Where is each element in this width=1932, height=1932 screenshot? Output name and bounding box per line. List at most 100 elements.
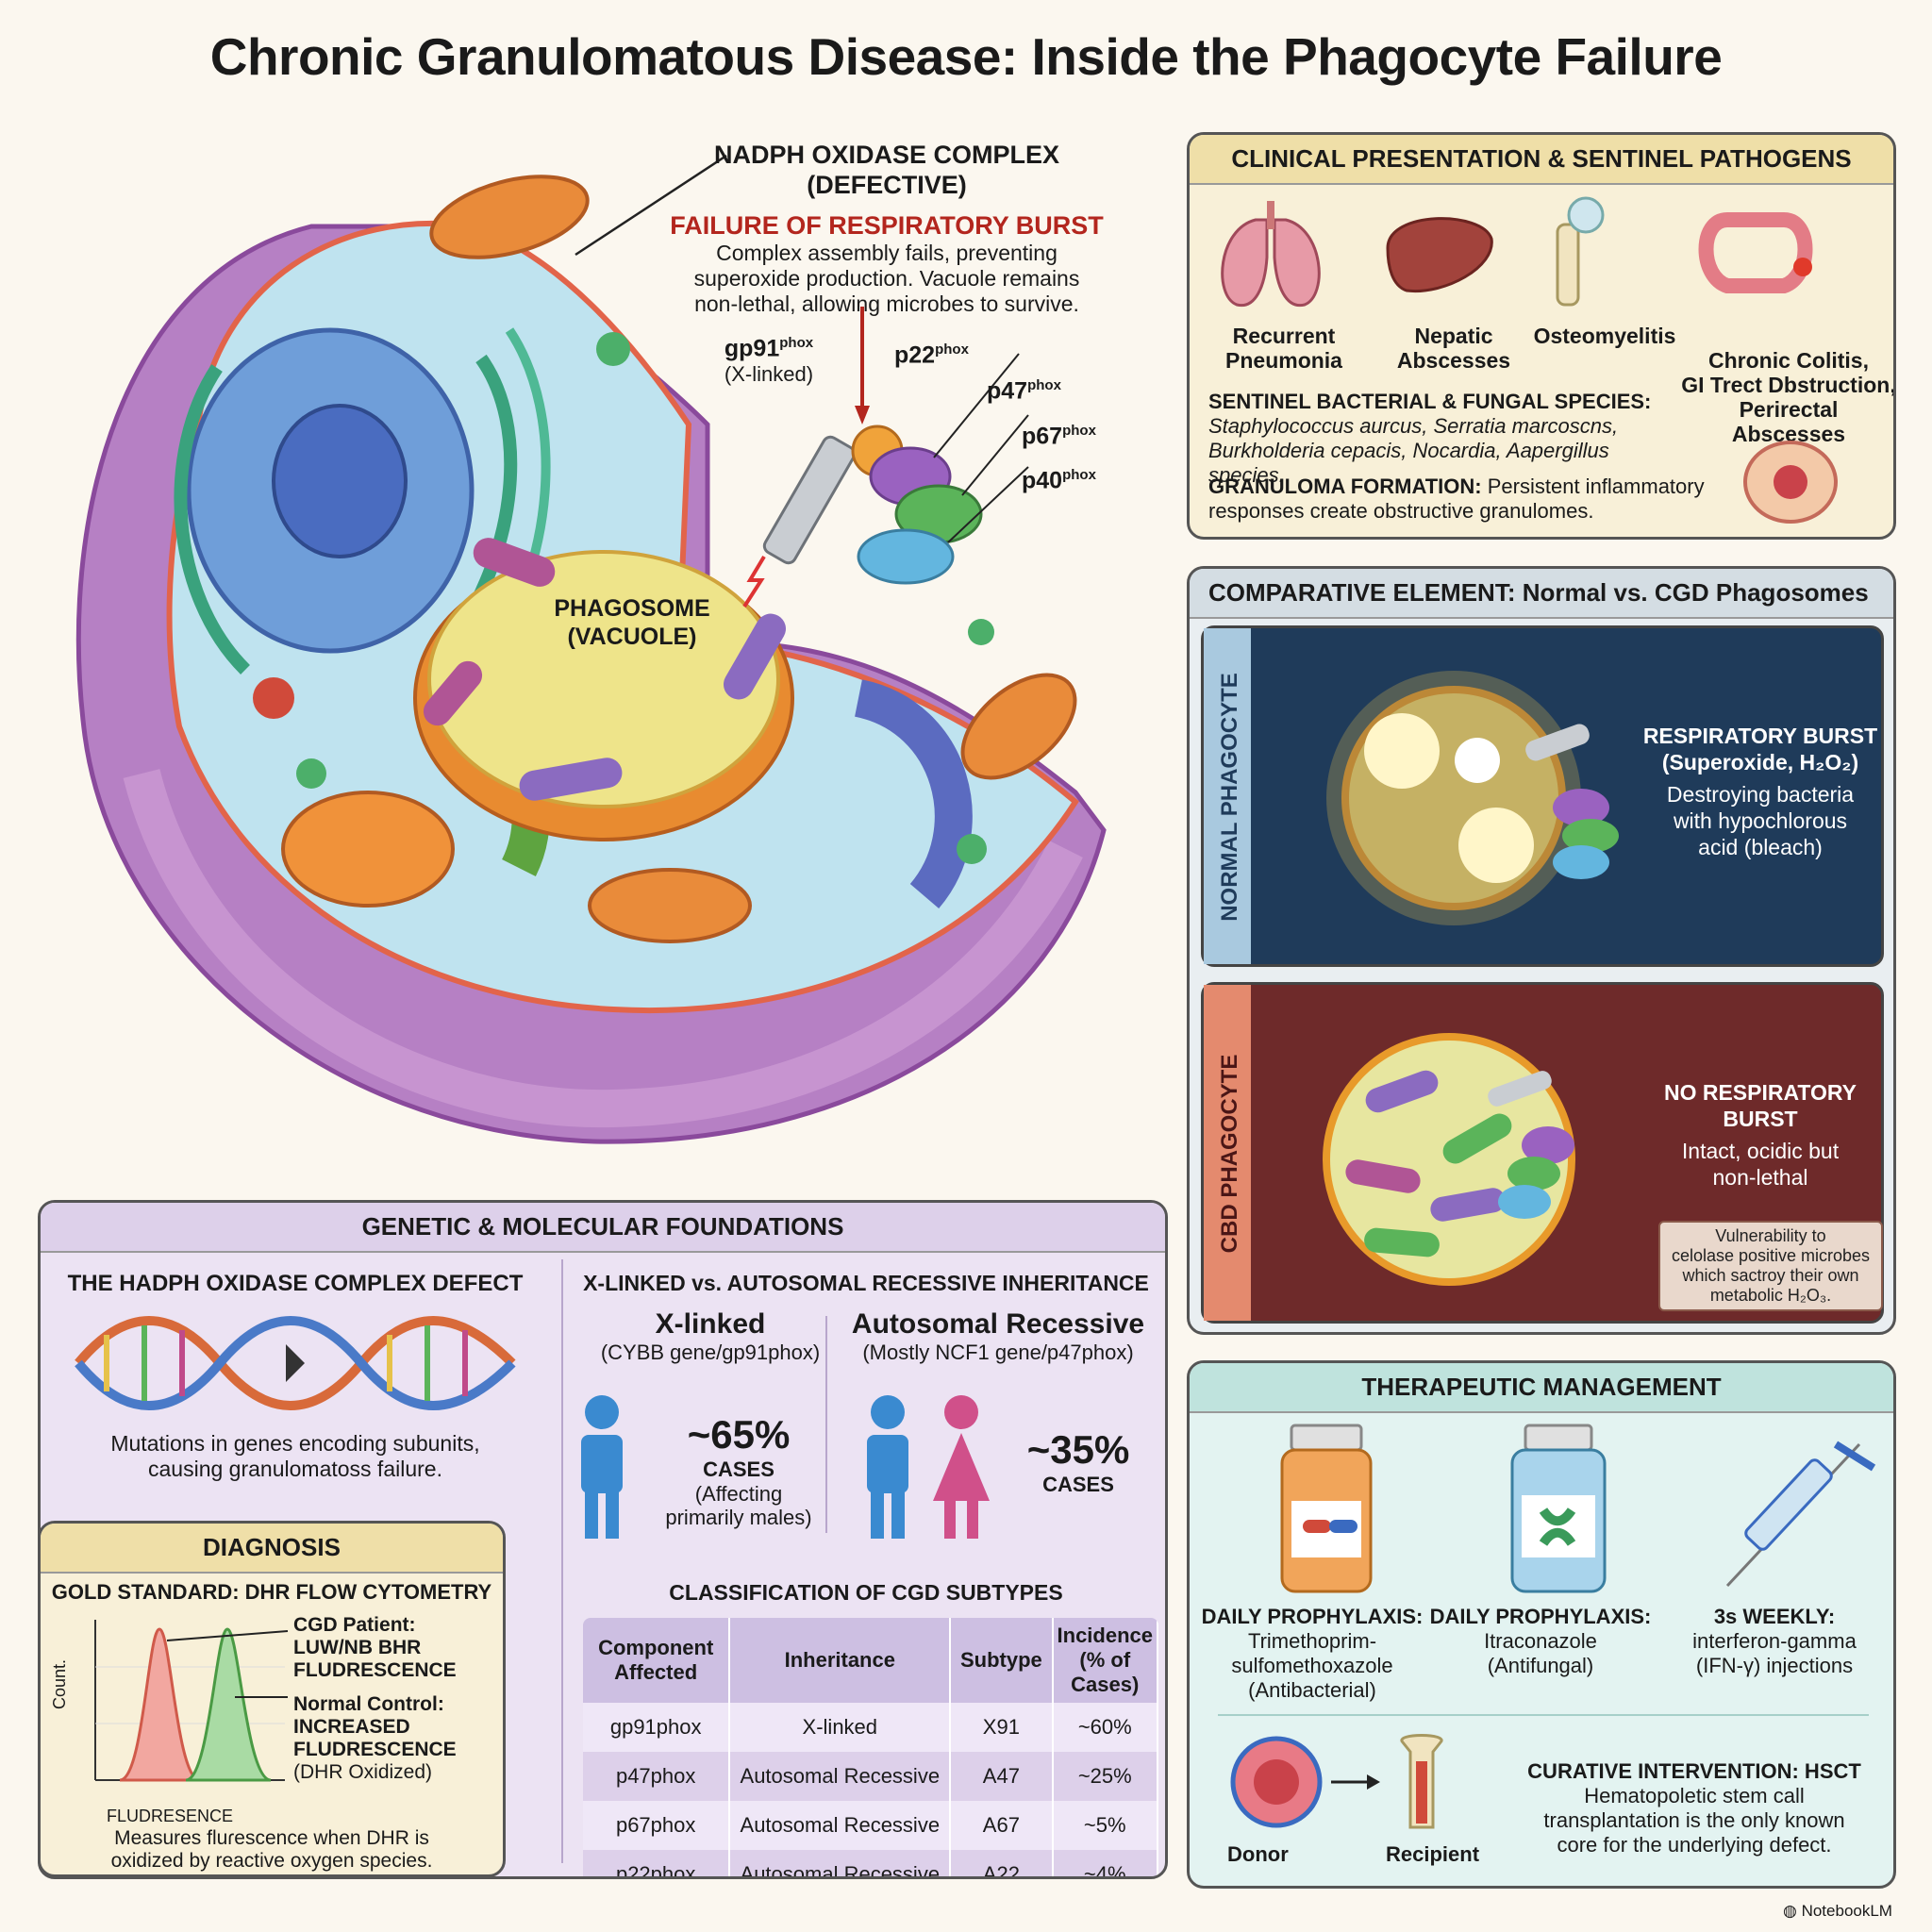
- x-linked-block: X-linked (CYBB gene/gp91phox): [600, 1308, 821, 1364]
- cell-component: p67phox: [583, 1801, 731, 1850]
- diagnosis-text: Measures fluɾescence when DHR is oxidize…: [110, 1827, 433, 1872]
- lungs-icon: [1221, 218, 1269, 308]
- notebooklm-brand: ◍ NotebookLM: [1783, 1902, 1892, 1920]
- cell-incidence: ~4%: [1052, 1850, 1158, 1876]
- bone-icon: [1556, 223, 1580, 307]
- nadph-complex-label: NADPH OXIDASE COMPLEX (DEFECTIVE): [713, 141, 1060, 199]
- gp91-label: gp91phox (X-linked): [724, 335, 814, 387]
- therapy-item-antifungal: DAILY PROPHYLAXIS: Itraconazole (Antifun…: [1429, 1605, 1652, 1677]
- classification-heading: CLASSIFICATION OF CGD SUBTYPES: [669, 1580, 1063, 1605]
- col-header-component: Component Affected: [583, 1618, 731, 1703]
- y-axis-label: Count.: [50, 1658, 70, 1710]
- cgd-patient-label: CGD Patient: LUW/NB BHR FLUDRESCENCE: [293, 1614, 457, 1681]
- failure-annotation: FAILURE OF RESPIRATORY BURST Complex ass…: [670, 211, 1104, 316]
- cgd-vulnerability-note: Vulnerability to celolase positive micro…: [1658, 1221, 1883, 1311]
- normal-peak: [185, 1627, 272, 1782]
- cell-incidence: ~25%: [1052, 1752, 1158, 1801]
- cell-subtype: A47: [950, 1752, 1054, 1801]
- therapy-divider: [1218, 1714, 1869, 1716]
- page-title: Chronic Granulomatous Disease: Inside th…: [209, 27, 1723, 86]
- table-row: p67phox Autosomal Recessive A67 ~5%: [583, 1801, 1158, 1850]
- organ-label-osteomyelitis: Osteomyelitis: [1533, 324, 1676, 348]
- cgd-phagocyte-card: CBD PHAGOCYTE NO RESPIRATORY BURST Intac…: [1201, 982, 1884, 1324]
- table-row: p22phox Autosomal Recessive A22 ~4%: [583, 1850, 1158, 1876]
- cell-subtype: A67: [950, 1801, 1054, 1850]
- comparative-panel: COMPARATIVE ELEMENT: Normal vs. CGD Phag…: [1187, 566, 1896, 1335]
- x-axis-label: FLUDRESENCE: [107, 1807, 234, 1825]
- normal-description: RESPIRATORY BURST (Superoxide, H₂O₂) Des…: [1642, 724, 1878, 859]
- genetic-divider: [561, 1259, 563, 1863]
- inheritance-divider: [825, 1316, 827, 1533]
- autosomal-block: Autosomal Recessive (Mostly NCF1 gene/p4…: [851, 1308, 1145, 1364]
- therapy-icons: [1280, 1424, 1876, 1593]
- normal-tab: [1204, 628, 1251, 964]
- cell-component: p47phox: [583, 1752, 731, 1801]
- cell-inheritance: X-linked: [729, 1703, 952, 1752]
- autosomal-stats: ~35% CASES: [1026, 1427, 1130, 1496]
- cgd-tab-label: CBD PHAGOCYTE: [1217, 1054, 1242, 1254]
- pill-bottle-icon: [1290, 1424, 1363, 1452]
- vial-icon: [1524, 1424, 1593, 1452]
- cell-inheritance: Autosomal Recessive: [729, 1850, 952, 1876]
- classification-table: Component Affected Inheritance Subtype I…: [583, 1618, 1158, 1876]
- comparative-heading: COMPARATIVE ELEMENT: Normal vs. CGD Phag…: [1190, 569, 1893, 619]
- p67-label: p67phox: [1022, 423, 1096, 450]
- liver-icon: [1386, 217, 1493, 293]
- respiratory-burst-graphic: [1326, 671, 1619, 925]
- defect-text: Mutations in genes encoding subunits, ca…: [110, 1431, 480, 1481]
- therapeutic-panel: THERAPEUTIC MANAGEMENT DAILY PROPHYLAXIS…: [1187, 1360, 1896, 1889]
- cell-component: p22phox: [583, 1850, 731, 1876]
- cell-component: gp91phox: [583, 1703, 731, 1752]
- diagnosis-panel: DIAGNOSIS GOLD STANDARD: DHR FLOW CYTOME…: [38, 1521, 506, 1877]
- normal-control-label: Normal Control: INCREASED FLUDRESCENCE (…: [293, 1693, 457, 1783]
- cgd-tab: [1204, 985, 1251, 1321]
- notebooklm-logo-icon: ◍: [1783, 1902, 1797, 1920]
- normal-tab-label: NORMAL PHAGOCYTE: [1217, 673, 1242, 922]
- cell-inheritance: Autosomal Recessive: [729, 1752, 952, 1801]
- p40-label: p40phox: [1022, 467, 1096, 494]
- therapy-item-interferon: 3s WEEKLY: interferon-gamma (IFN-γ) inje…: [1692, 1605, 1857, 1677]
- hsct-graphic: [1230, 1734, 1443, 1829]
- col-header-incidence: Incidence (% of Cases): [1052, 1618, 1158, 1703]
- table-row: gp91phox X-linked X91 ~60%: [583, 1703, 1158, 1752]
- cell-incidence: ~5%: [1052, 1801, 1158, 1850]
- x-linked-stats: ~65% CASES (Affecting primarily males): [665, 1412, 812, 1529]
- hsct-text: CURATIVE INTERVENTION: HSCT Hematopoleti…: [1527, 1759, 1861, 1857]
- genetic-panel: GENETIC & MOLECULAR FOUNDATIONS THE HADP…: [38, 1200, 1168, 1879]
- cell-incidence: ~60%: [1052, 1703, 1158, 1752]
- diagnosis-heading: DIAGNOSIS: [41, 1524, 503, 1574]
- cgd-description: NO RESPIRATORY BURST Intact, ocidic but …: [1663, 1080, 1857, 1190]
- normal-phagocyte-card: NORMAL PHAGOCYTE RESPIRATORY BURST (Supe…: [1201, 625, 1884, 967]
- phagocyte-cell-illustration: [75, 154, 1107, 1144]
- granuloma-icon: [1743, 441, 1838, 524]
- defect-heading: THE HADPH OXIDASE COMPLEX DEFECT: [67, 1271, 524, 1296]
- clinical-presentation-panel: CLINICAL PRESENTATION & SENTINEL PATHOGE…: [1187, 132, 1896, 540]
- clinical-heading: CLINICAL PRESENTATION & SENTINEL PATHOGE…: [1190, 135, 1893, 185]
- sentinel-species: SENTINEL BACTERIAL & FUNGAL SPECIES: Sta…: [1208, 390, 1652, 487]
- therapy-item-antibacterial: DAILY PROPHYLAXIS: Trimethoprim- sulfome…: [1201, 1605, 1424, 1702]
- dna-helix-icon: [75, 1316, 516, 1410]
- organ-label-colitis: Chronic Colitis,GI Trect Dbstruction,Per…: [1681, 348, 1896, 446]
- colon-icon: [1698, 212, 1813, 293]
- granuloma-text: GRANULOMA FORMATION: Persistent inflamma…: [1208, 475, 1705, 523]
- col-header-inheritance: Inheritance: [729, 1618, 952, 1703]
- cgd-peak: [119, 1627, 201, 1782]
- gold-standard-label: GOLD STANDARD: DHR FLOW CYTOMETRY: [51, 1580, 492, 1604]
- col-header-subtype: Subtype: [950, 1618, 1054, 1703]
- organ-icons: [1221, 196, 1813, 308]
- arrow-right-icon: [1367, 1774, 1380, 1790]
- recipient-label: Recipient: [1386, 1842, 1480, 1866]
- genetic-heading: GENETIC & MOLECULAR FOUNDATIONS: [41, 1203, 1165, 1253]
- cell-inheritance: Autosomal Recessive: [729, 1801, 952, 1850]
- cgd-vacuole-graphic: [1323, 1033, 1575, 1286]
- p47-label: p47phox: [987, 377, 1061, 405]
- cell-subtype: X91: [950, 1703, 1054, 1752]
- inheritance-heading: X-LINKED vs. AUTOSOMAL RECESSIVE INHERIT…: [583, 1271, 1149, 1295]
- table-row: p47phox Autosomal Recessive A47 ~25%: [583, 1752, 1158, 1801]
- donor-label: Donor: [1227, 1842, 1289, 1866]
- phagosome-label: PHAGOSOME (VACUOLE): [554, 595, 710, 650]
- flow-cytometry-histogram: [94, 1620, 289, 1782]
- therapeutic-heading: THERAPEUTIC MANAGEMENT: [1190, 1363, 1893, 1413]
